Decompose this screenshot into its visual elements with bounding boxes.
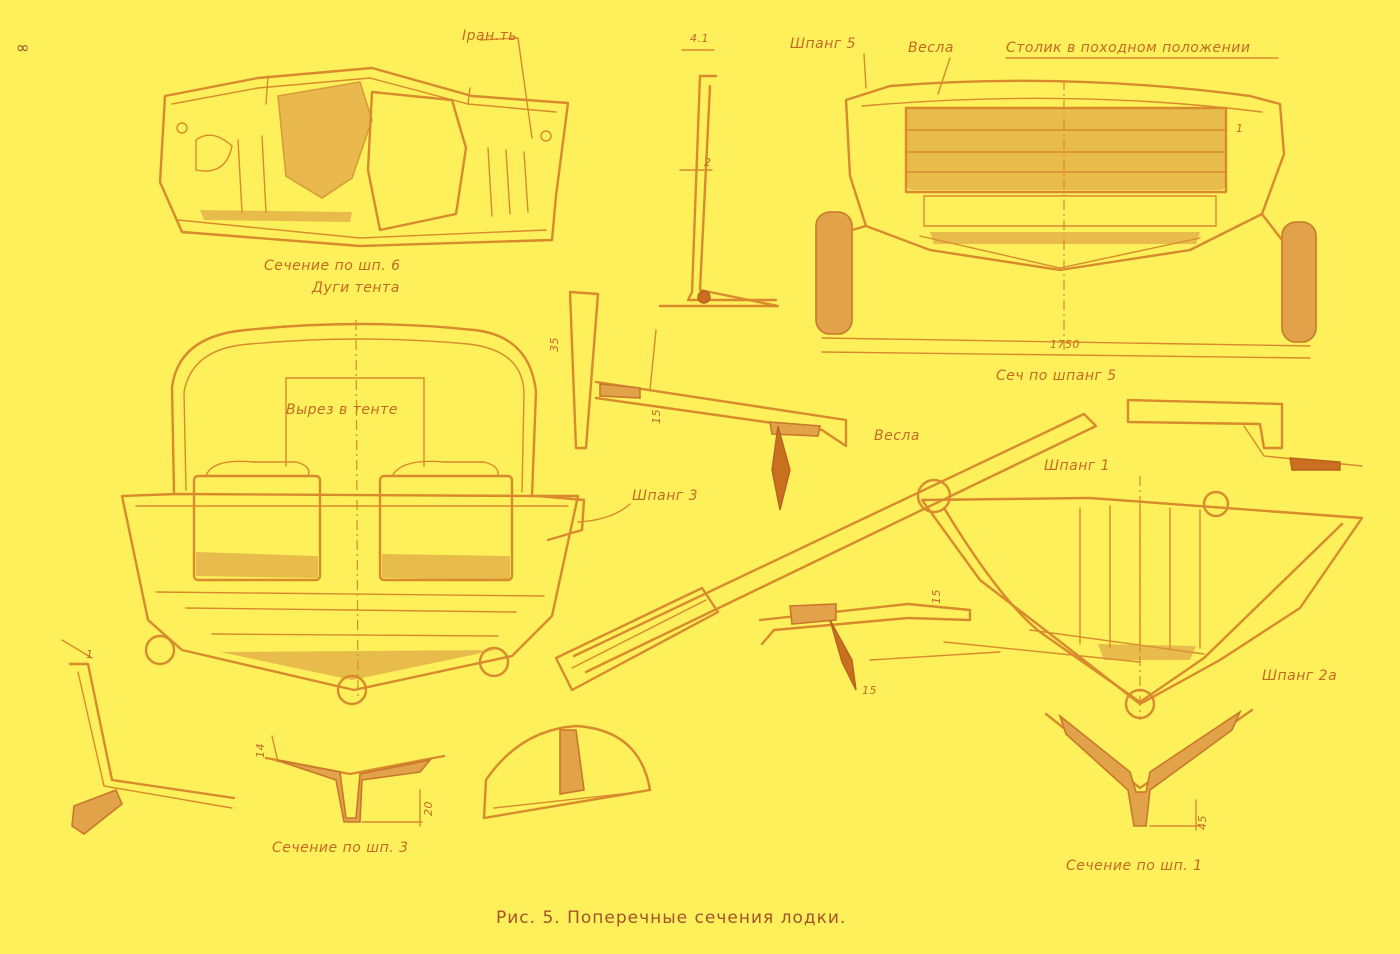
keel-detail-frame-3 [264,735,446,827]
label-dim-45: 45 [1196,815,1209,830]
label-section-frame-5: Сеч по шпанг 5 [996,368,1117,384]
label-brus: Iран.ть [462,28,518,44]
section-frame-1 [920,398,1364,720]
label-frame-1: Шпанг 1 [1044,458,1111,474]
label-dim-15-a: 15 [650,409,663,424]
label-frame-3: Шпанг 3 [632,488,699,504]
label-frame-2a: Шпанг 2а [1262,668,1338,684]
label-section-frame-1: Сечение по шп. 1 [1066,858,1203,874]
z-profile-detail [658,49,780,308]
label-dim-20: 20 [422,801,435,816]
label-section-frame-6: Сечение по шп. 6 [264,258,401,274]
label-dim-35: 35 [548,337,561,352]
label-oars-mid: Весла [874,428,920,444]
section-frame-3 [120,319,631,706]
label-dim-15-c: 15 [862,684,877,697]
label-dim-1-top: 1 [1236,122,1244,135]
stem-piece-detail [482,724,652,820]
label-dim-14: 14 [254,743,267,758]
section-frame-6 [158,37,570,248]
left-bracket-detail [61,639,236,835]
figure-caption: Рис. 5. Поперечные сечения лодки. [496,908,847,928]
label-dim-1-left: 1 [86,648,94,661]
label-dim-15-b: 15 [930,589,943,604]
fastening-detail [758,602,1141,691]
oar [554,412,1098,692]
label-dim-4-1: 4.1 [690,32,709,45]
page-number: ∞ [16,38,30,57]
section-frame-5 [815,53,1317,359]
label-tent-arcs: Дуги тента [312,280,400,296]
gunwale-detail [568,290,848,511]
label-oars-top: Весла [908,40,954,56]
label-tent-cutout: Вырез в тенте [286,402,398,418]
label-table-stowed: Столик в походном положении [1006,40,1251,56]
label-section-frame-3: Сечение по шп. 3 [272,840,409,856]
label-dim-2: 2 [704,156,712,169]
label-frame-5-top: Шпанг 5 [790,36,857,52]
keel-detail-frame-1 [1044,708,1254,831]
label-dim-1750: 1750 [1050,338,1080,351]
